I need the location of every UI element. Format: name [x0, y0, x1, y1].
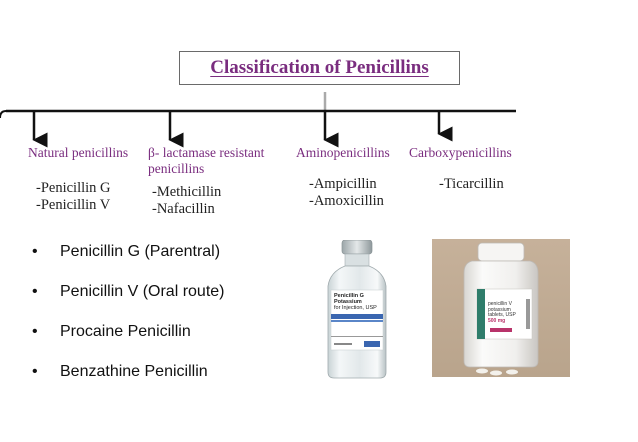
bullet-icon: •: [32, 323, 38, 340]
penicillin-v-bottle-photo: penicillin V potassium tablets, USP 500 …: [432, 239, 570, 377]
penicillin-preparations-list: • Penicillin G (Parentral) • Penicillin V …: [32, 240, 225, 400]
list-item-text: Penicillin V (Oral route): [60, 283, 225, 300]
drug-item: -Penicillin V: [36, 197, 111, 213]
bottle-label-line: 500 mg: [488, 317, 506, 324]
drug-item: -Ticarcillin: [439, 176, 504, 192]
bottle-label-line: tablets, USP: [488, 312, 516, 318]
list-item: • Benzathine Penicillin: [32, 360, 225, 400]
bullet-icon: •: [32, 363, 38, 380]
list-item: • Procaine Penicillin: [32, 320, 225, 360]
category-label: Natural penicillins: [28, 145, 129, 160]
category-carboxypenicillins: Carboxypenicillins: [409, 145, 512, 161]
category-label: Carboxypenicillins: [409, 145, 512, 160]
vial-label-line: Penicillin G: [334, 293, 364, 299]
list-item-text: Procaine Penicillin: [60, 323, 191, 340]
list-item-text: Penicillin G (Parentral): [60, 243, 221, 260]
drug-list-aminopenicillins: -Ampicillin -Amoxicillin: [309, 176, 384, 210]
category-aminopenicillins: Aminopenicillins: [296, 145, 390, 161]
bottle-label-line: potassium: [488, 306, 511, 313]
category-beta-lactamase-resistant: β- lactamase resistant penicillins: [148, 145, 264, 177]
bottle-label-line: penicillin V: [488, 301, 512, 307]
bullet-icon: •: [32, 243, 38, 260]
bullet-icon: •: [32, 283, 38, 300]
drug-item: -Amoxicillin: [309, 193, 384, 209]
drug-list-beta-lactamase: -Methicillin -Nafacillin: [152, 184, 221, 218]
category-label-line-1: β- lactamase resistant: [148, 145, 265, 160]
drug-list-carboxypenicillins: -Ticarcillin: [439, 176, 504, 193]
list-item-text: Benzathine Penicillin: [60, 363, 208, 380]
vial-label: Penicillin G Potassium for Injection, US…: [334, 293, 384, 311]
drug-item: -Penicillin G: [36, 180, 111, 196]
drug-list-natural: -Penicillin G -Penicillin V: [36, 180, 111, 214]
diagram-title: Classification of Penicillins: [210, 57, 429, 78]
list-item: • Penicillin G (Parentral): [32, 240, 225, 280]
drug-item: -Ampicillin: [309, 176, 377, 192]
vial-label-line: Potassium: [334, 299, 362, 305]
penicillin-g-vial-photo: Penicillin G Potassium for Injection, US…: [322, 240, 392, 380]
drug-item: -Nafacillin: [152, 201, 215, 217]
bottle-label: penicillin V potassium tablets, USP 500 …: [488, 301, 528, 324]
left-curve-line: [0, 110, 7, 119]
title-box: Classification of Penicillins: [179, 51, 460, 85]
category-label-line-2: penicillins: [148, 161, 205, 176]
vial-label-line: for Injection, USP: [334, 305, 377, 311]
list-item: • Penicillin V (Oral route): [32, 280, 225, 320]
category-label: Aminopenicillins: [296, 145, 390, 160]
drug-item: -Methicillin: [152, 184, 222, 200]
category-natural-penicillins: Natural penicillins: [28, 145, 128, 161]
